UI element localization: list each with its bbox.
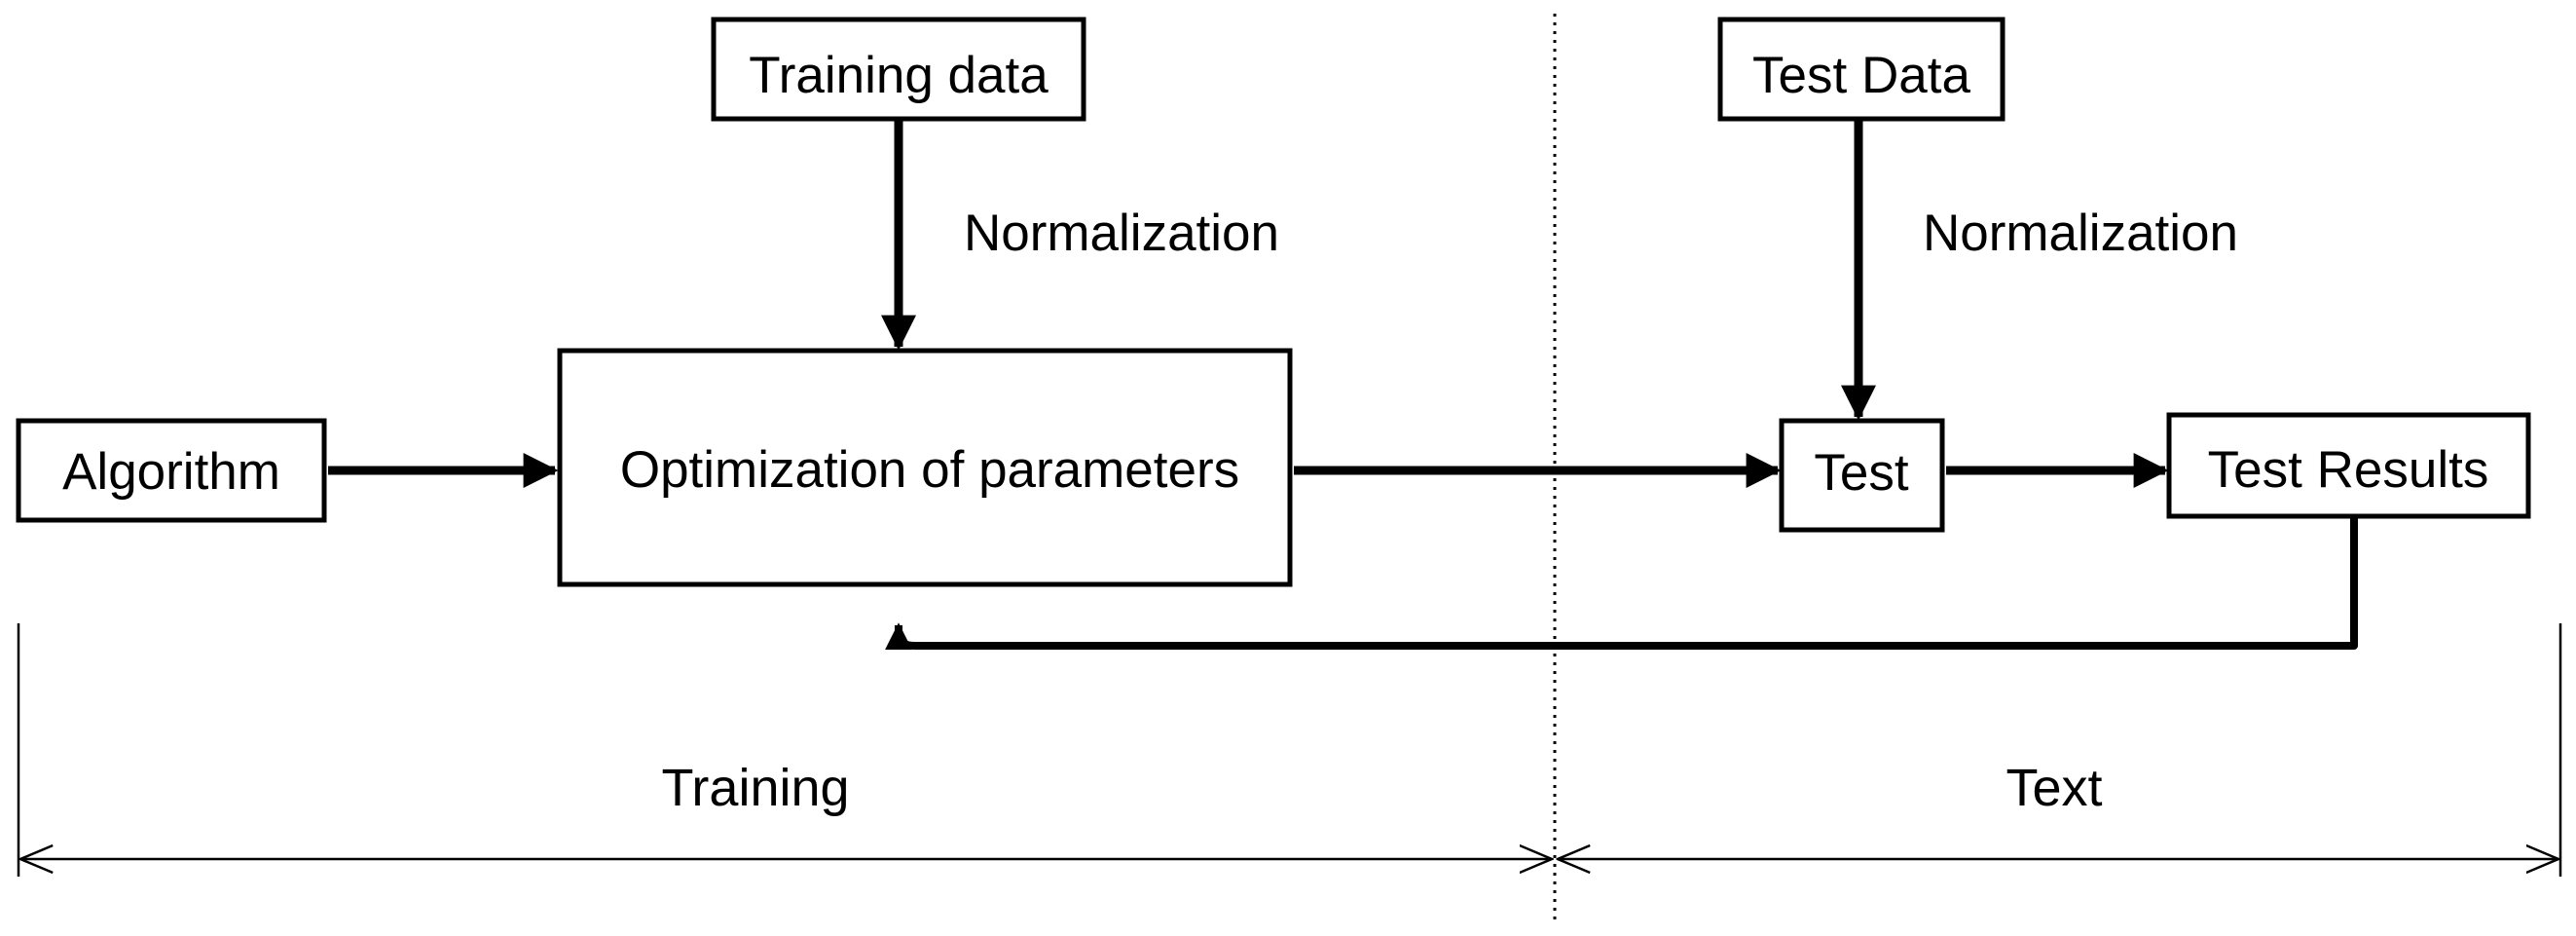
algorithm-label: Algorithm: [62, 443, 280, 501]
optimization-label: Optimization of parameters: [620, 441, 1239, 499]
optimization-node: Optimization of parameters: [557, 348, 1293, 587]
test-node: Test: [1779, 418, 1945, 533]
training-data-label: Training data: [749, 47, 1049, 104]
test-results-node: Test Results: [2166, 412, 2531, 519]
training-section-label: Training: [661, 759, 849, 817]
algorithm-node: Algorithm: [16, 418, 327, 523]
training-data-node: Training data: [711, 17, 1086, 122]
feedback-arrow: [885, 518, 2358, 651]
test-data-label: Test Data: [1752, 47, 1970, 104]
test-normalization-label: Normalization: [1923, 205, 2238, 262]
test-section-label: Text: [2006, 759, 2102, 817]
training-normalization-label: Normalization: [964, 205, 1279, 262]
test-data-node: Test Data: [1717, 17, 2006, 122]
test-results-label: Test Results: [2208, 441, 2489, 499]
test-label: Test: [1814, 444, 1908, 502]
